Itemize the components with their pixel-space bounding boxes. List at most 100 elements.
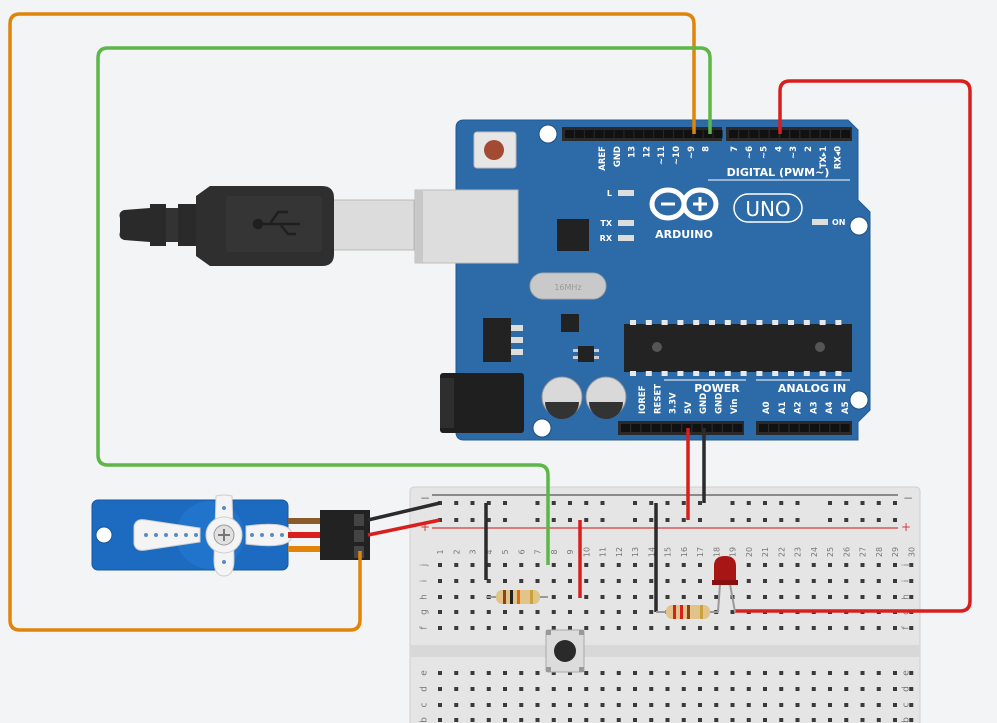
breadboard-hole [600,703,605,707]
digital-pwm-label: DIGITAL (PWM~) [727,166,830,179]
power-label: POWER [694,382,740,395]
wire-green-button[interactable] [96,46,712,565]
pin-label: GND [699,393,709,414]
servo-connector [320,510,370,560]
breadboard-hole [811,703,816,707]
breadboard-hole [909,718,914,722]
rail-hole [828,518,832,522]
breadboard-hole [876,579,881,583]
red-led[interactable] [712,556,738,613]
breadboard-hole [779,579,784,583]
model-label: UNO [745,197,790,221]
breadboard-hole [600,579,605,583]
breadboard-hole [633,563,637,567]
breadboard-hole [665,563,670,567]
breadboard-hole [681,563,686,567]
breadboard-hole [616,595,621,599]
usb-plug-metal [321,199,415,251]
pin-label: Vin [730,399,740,414]
breadboard-hole [649,626,654,630]
pin-label: 7 [730,146,740,152]
breadboard-hole [568,626,572,630]
wire-black-servo-gnd[interactable] [367,501,441,522]
breadboard-hole [438,718,442,722]
column-label: 27 [859,547,868,557]
breadboard-hole [828,718,832,722]
breadboard-hole [551,579,556,583]
arduino-uno-board[interactable]: 16MHz L TX RX ON ARDUINO UNO [414,119,871,441]
breadboard-hole [486,687,491,691]
breadboard-hole [438,687,442,691]
breadboard-hole [860,703,865,707]
pin-label: 5V [684,401,694,414]
breadboard-hole [909,563,914,567]
breadboard-hole [811,579,816,583]
breadboard-hole [503,671,507,675]
resistor-button[interactable] [486,590,548,604]
row-label: b [420,717,430,723]
servo-horn[interactable] [133,494,293,577]
breadboard-hole [600,626,605,630]
atmega-chip [624,320,852,376]
row-label: d [902,686,912,692]
header-hole [664,130,673,138]
breadboard-hole [698,703,702,707]
header-hole [759,424,768,432]
breadboard-hole [876,703,881,707]
led-tx [618,220,634,226]
header-hole [651,424,661,432]
rail-hole [876,518,881,522]
breadboard-hole [746,703,751,707]
breadboard-hole [665,687,670,691]
breadboard-hole [909,595,914,599]
header-hole [749,130,759,138]
breadboard-hole [909,687,914,691]
rail-hole [779,518,784,522]
reset-button[interactable] [473,131,517,169]
breadboard-hole [503,563,507,567]
breadboard-hole [763,626,767,630]
wire-red-led[interactable] [735,79,972,613]
rail-hole [893,518,897,522]
wires[interactable] [8,12,972,632]
micro-servo[interactable] [91,494,370,577]
breadboard-hole [568,563,572,567]
breadboard-hole [746,671,751,675]
power-jack [440,373,524,433]
breadboard-hole [860,626,865,630]
breadboard-hole [909,626,914,630]
breadboard-hole [454,563,459,567]
breadboard-hole [486,671,491,675]
breadboard-hole [486,563,491,567]
breadboard-hole [893,671,897,675]
breadboard-hole [893,595,897,599]
wire-orange-servo-signal[interactable] [8,12,696,632]
breadboard-hole [698,595,702,599]
header-hole [703,130,713,138]
header-hole [799,424,809,432]
rail-hole [454,518,459,522]
led-l-label: L [607,189,612,198]
breadboard-hole [568,703,572,707]
breadboard-hole [551,703,556,707]
rail-hole [795,501,800,505]
resistor-led[interactable] [656,605,718,619]
pushbutton[interactable] [545,629,585,673]
led-rx-label: RX [600,234,613,243]
usb-cable[interactable] [119,186,415,266]
breadboard-hole [779,703,784,707]
breadboard-hole [681,595,686,599]
column-label: 21 [761,547,770,557]
breadboard-hole [698,579,702,583]
rail-hole [486,518,491,522]
wire-red-servo-vcc[interactable] [367,518,441,537]
breadboard-hole [600,671,605,675]
breadboard-hole [828,687,832,691]
column-label: 10 [582,547,591,557]
header-hole [769,424,779,432]
header-hole [654,130,664,138]
breadboard-hole [600,718,605,722]
breadboard-hole [860,671,865,675]
breadboard-hole [681,703,686,707]
